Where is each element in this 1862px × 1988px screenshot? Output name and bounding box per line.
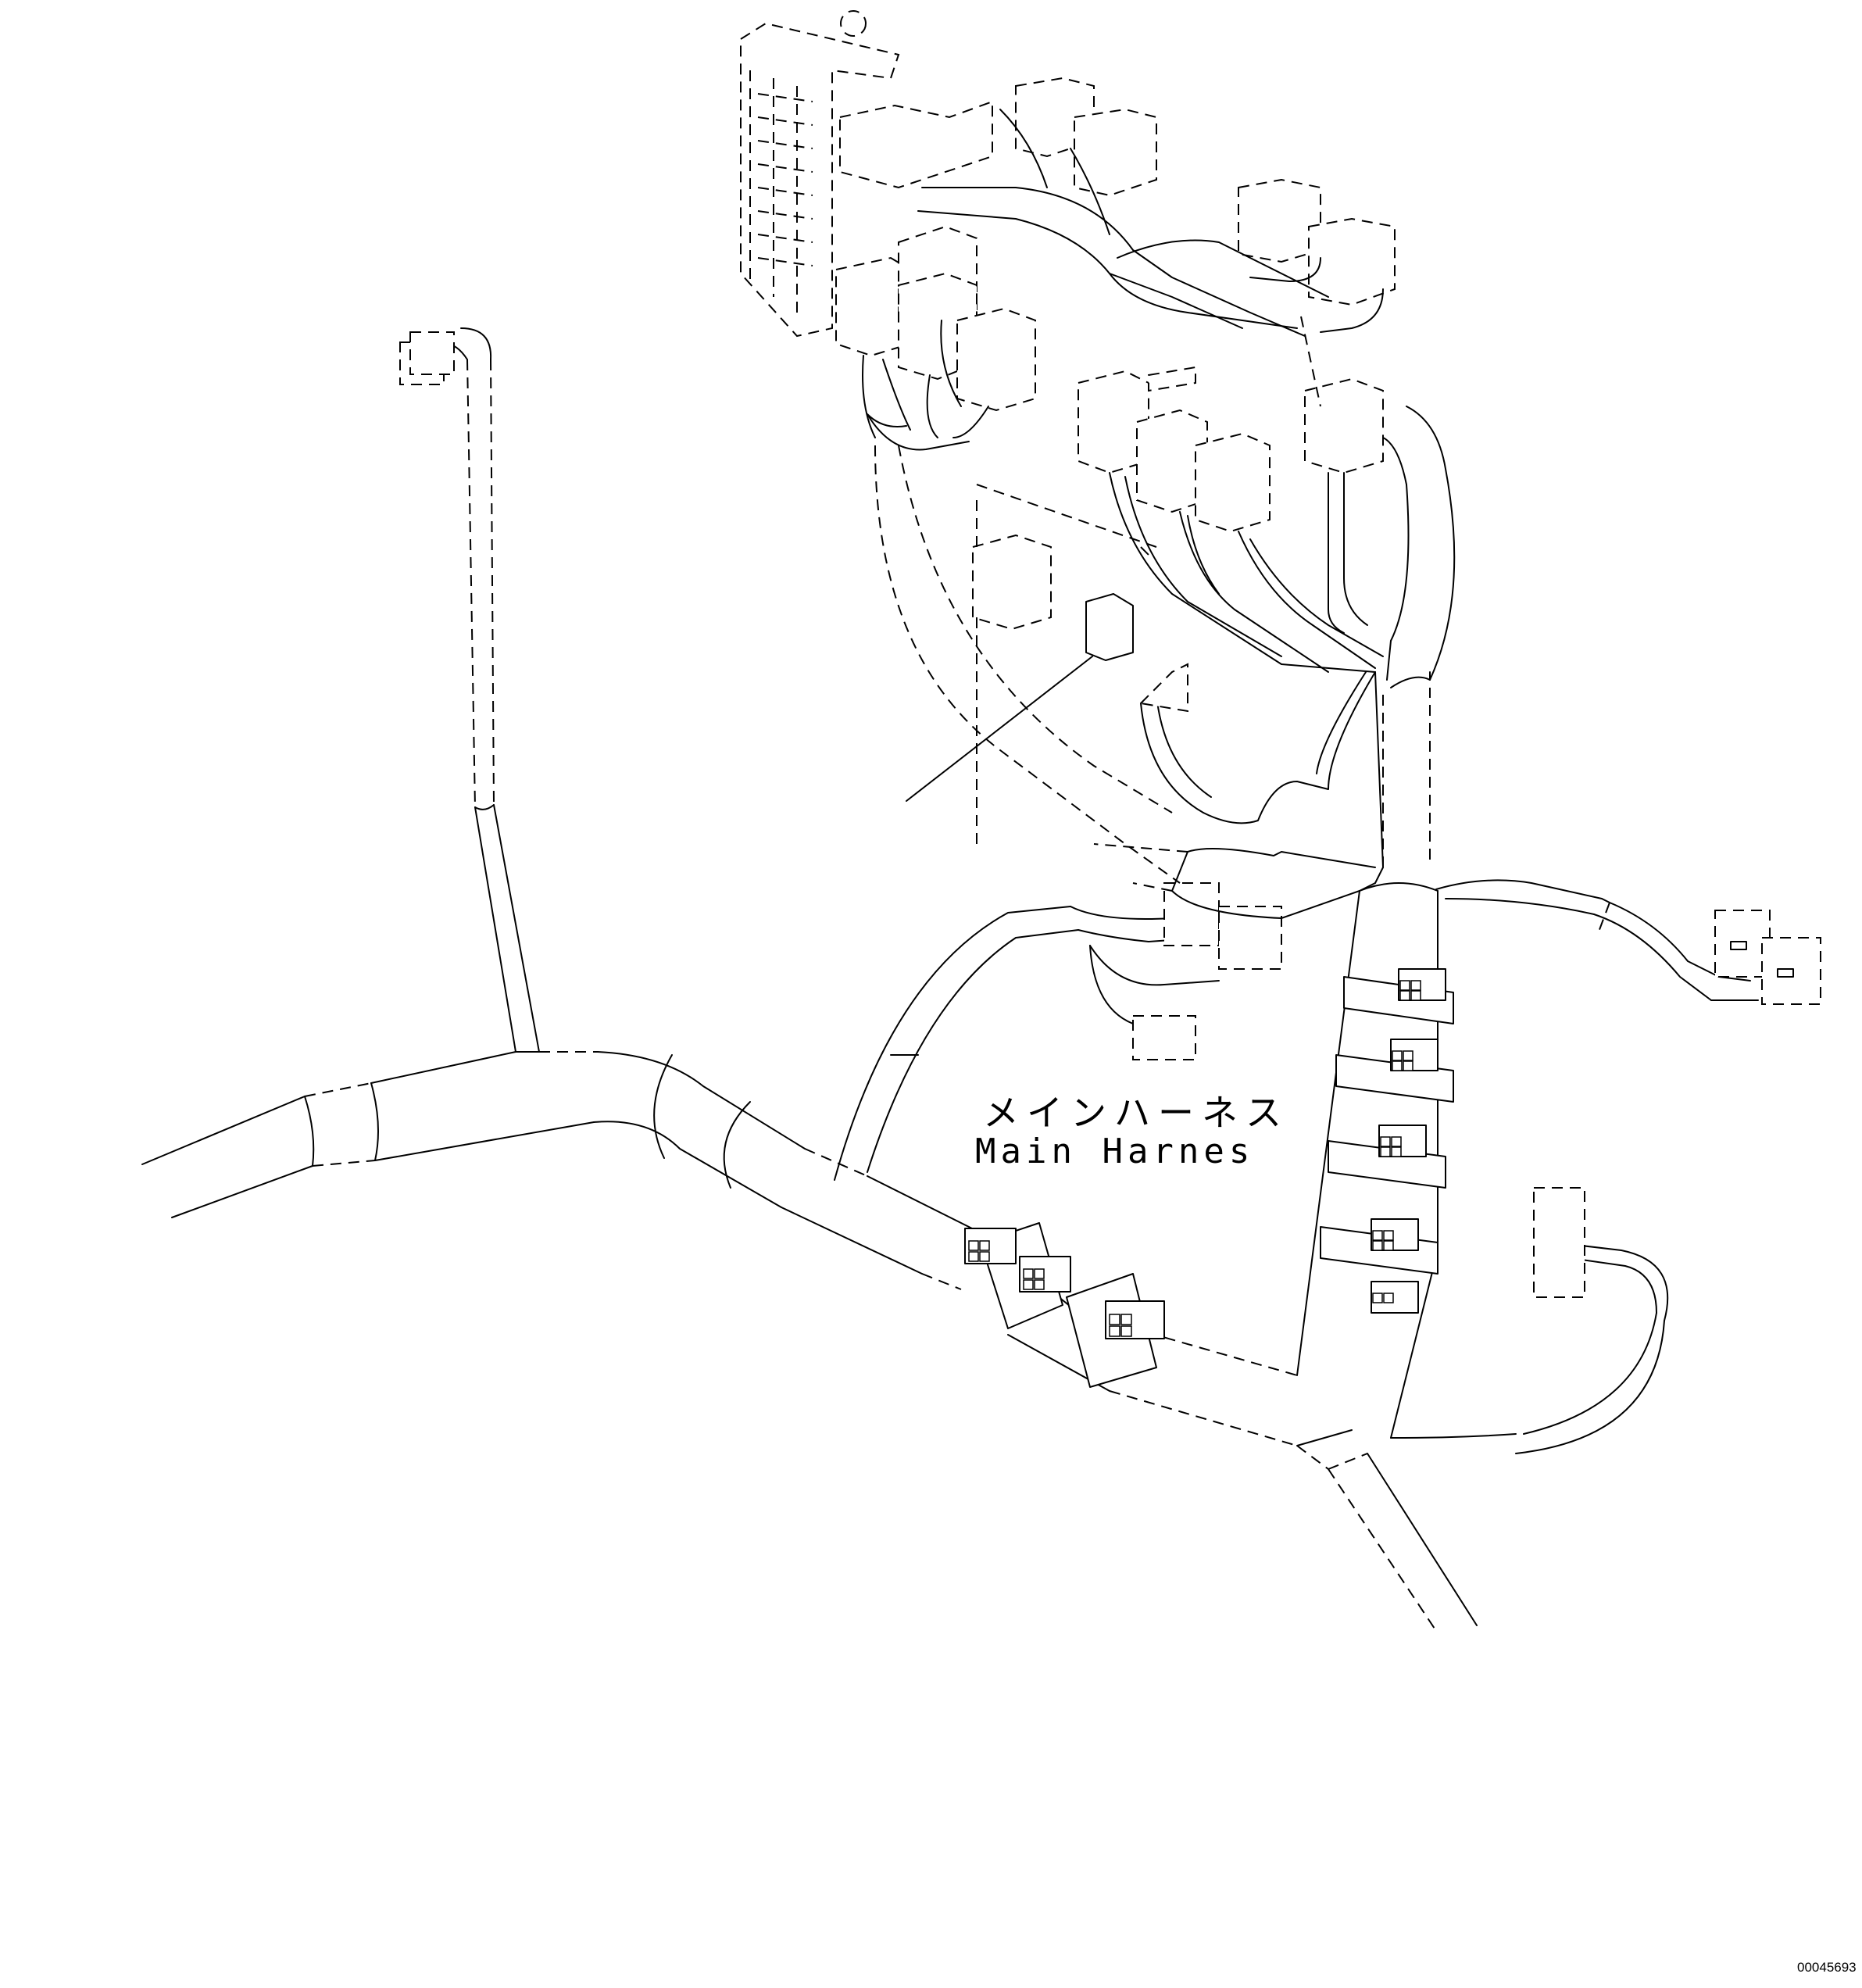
connector-icon [1533,1187,1585,1298]
harness-clamp-icon [964,1222,1063,1329]
drawing-number: 00045693 [1797,1960,1857,1975]
left-branch [399,327,540,1053]
harness-clamp-icon [1371,1281,1419,1314]
connector-icon [1132,1015,1196,1060]
fuse-box-icon [740,10,900,338]
main-trunk [141,1051,1478,1634]
harness-clamp-icon [1019,1256,1071,1293]
mid-arc-branch [834,882,1282,1181]
harness-label-english: Main Harnes [975,1132,1255,1171]
leader-line [906,656,1093,802]
vertical-riser [1296,406,1759,1454]
harness-clamp-icon [1335,1039,1454,1103]
harness-clamp-icon [1066,1273,1165,1388]
harness-label-japanese: メインハーネス [983,1092,1289,1134]
trunk-clamps [964,1222,1165,1388]
riser-clamps [1320,968,1454,1314]
right-connectors [1714,910,1821,1005]
harness-clamp-icon [1320,1218,1438,1275]
upper-wiring [862,109,1384,919]
relays [835,77,1396,661]
harness-clamp-icon [1328,1125,1446,1189]
harness-clamp-icon [1343,968,1454,1024]
